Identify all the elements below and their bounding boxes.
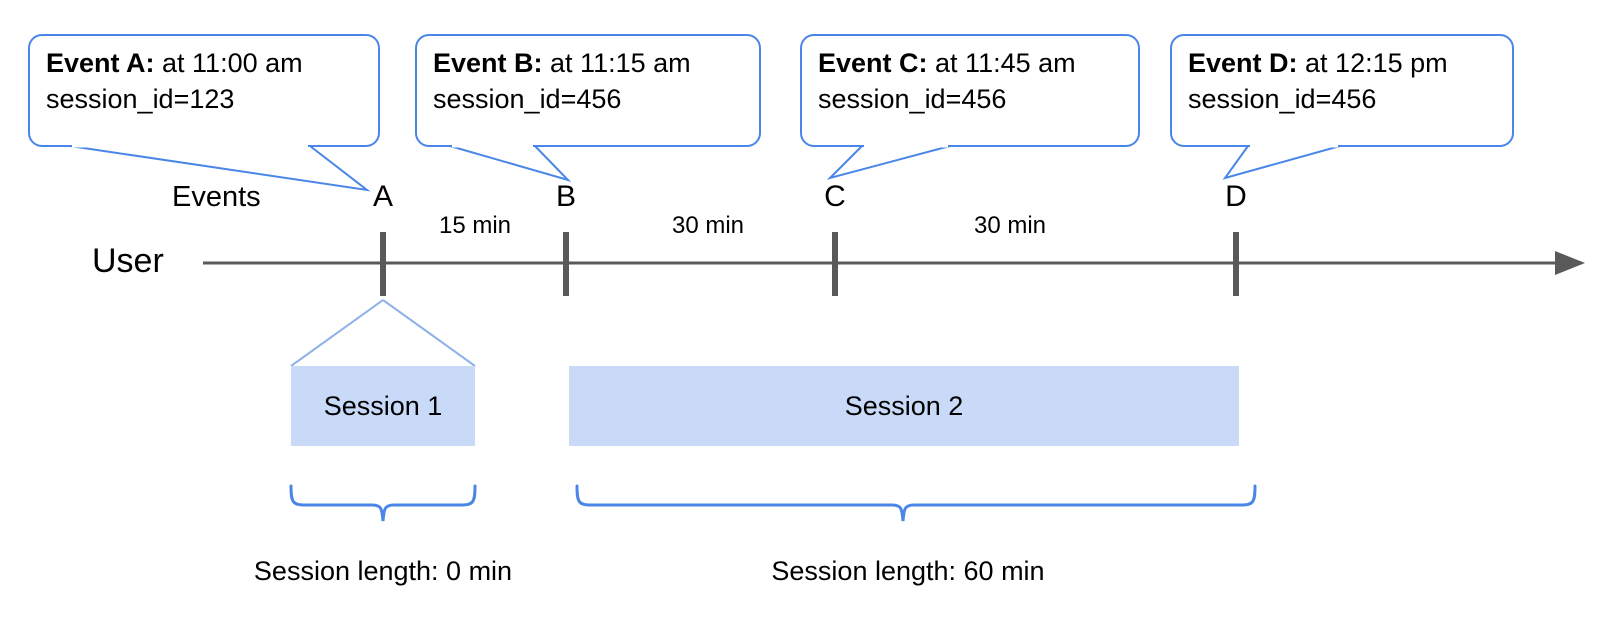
callout-event-a-name: Event A: [46,48,155,78]
callout-event-c: Event C: at 11:45 am session_id=456 [800,34,1140,147]
callout-tail-c [826,145,951,180]
callout-event-c-line1: Event C: at 11:45 am [818,46,1122,82]
session-bar-1: Session 1 [291,366,475,446]
callout-event-d: Event D: at 12:15 pm session_id=456 [1170,34,1514,147]
session-bar-2: Session 2 [569,366,1239,446]
session1-connector-left [290,299,384,367]
session-bar-1-label: Session 1 [323,390,443,421]
tick-label-c: C [824,180,846,213]
interval-label-c-d: 30 min [973,212,1047,239]
callout-event-b: Event B: at 11:15 am session_id=456 [415,34,761,147]
callout-event-d-time: at 12:15 pm [1297,48,1448,78]
callout-event-d-name: Event D: [1188,48,1298,78]
callout-event-a-line1: Event A: at 11:00 am [46,46,362,82]
session-1-length-caption: Session length: 0 min [253,556,513,586]
interval-label-b-c: 30 min [671,212,745,239]
callout-event-b-session: session_id=456 [433,83,622,114]
callout-event-a-session: session_id=123 [46,83,235,114]
callout-event-c-name: Event C: [818,48,928,78]
tick-label-a: A [372,180,393,213]
callout-event-d-line1: Event D: at 12:15 pm [1188,46,1496,82]
time-axis [203,232,1585,296]
interval-label-a-b: 15 min [438,212,512,239]
session1-brace [289,484,477,522]
session-2-length-caption: Session length: 60 min [771,556,1045,586]
callout-event-c-time: at 11:45 am [927,48,1076,78]
callout-tail-b [449,145,572,183]
callout-event-d-session: session_id=456 [1188,83,1377,114]
callout-event-a-time: at 11:00 am [154,48,303,78]
callout-event-b-name: Event B: [433,48,543,78]
session1-connector-right [382,299,476,367]
events-row-label: Events [172,181,261,213]
callout-event-b-time: at 11:15 am [542,48,691,78]
tick-label-d: D [1225,180,1247,213]
tick-label-b: B [555,180,576,213]
session2-brace [575,484,1257,522]
callout-tail-d [1222,145,1341,180]
session-bar-2-label: Session 2 [844,390,964,421]
callout-event-c-session: session_id=456 [818,83,1007,114]
callout-event-a: Event A: at 11:00 am session_id=123 [28,34,380,147]
callout-event-b-line1: Event B: at 11:15 am [433,46,743,82]
session1-connectors [290,299,476,367]
user-axis-label: User [92,242,164,280]
